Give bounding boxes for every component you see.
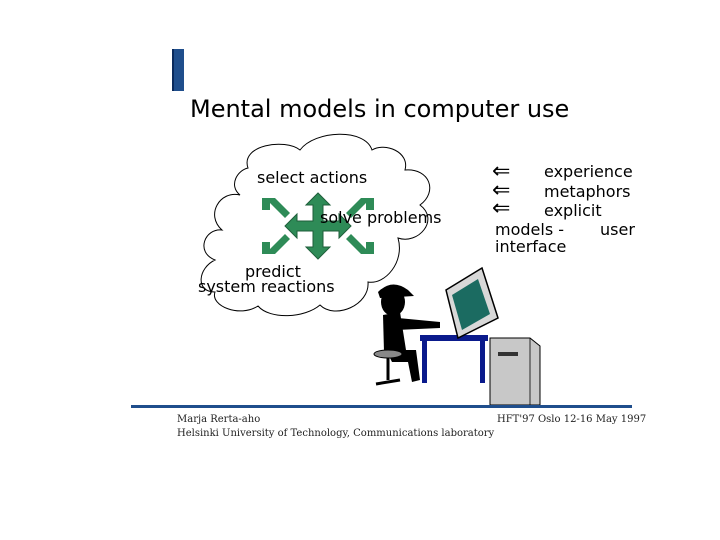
source-models-suffix: user <box>600 220 635 239</box>
person-arm <box>396 318 440 330</box>
chair-seat <box>374 350 402 358</box>
desk-leg <box>480 341 485 383</box>
disk-drive <box>498 352 518 356</box>
source-metaphors: metaphors <box>544 182 631 201</box>
cloud-label-solve-problems: solve problems <box>320 208 442 227</box>
footer-author: Marja Rerta-aho <box>177 414 260 425</box>
cap <box>378 284 414 298</box>
diagonal-arrow-icon <box>262 234 290 254</box>
computer-tower <box>490 338 540 405</box>
cloud-label-system-reactions: system reactions <box>198 277 335 296</box>
diagonal-arrow-icon <box>346 234 374 254</box>
source-explicit: explicit <box>544 201 602 220</box>
footer-organization: Helsinki University of Technology, Commu… <box>177 428 494 439</box>
desk-leg <box>422 341 427 383</box>
footer-rule <box>131 405 632 408</box>
footer-conference: HFT'97 Oslo 12-16 May 1997 <box>497 414 646 425</box>
left-double-arrow-icon: ⇐ <box>492 198 510 220</box>
desk-top <box>420 335 488 341</box>
cloud-label-select-actions: select actions <box>257 168 367 187</box>
source-experience: experience <box>544 162 633 181</box>
diagonal-arrow-icon <box>262 198 290 218</box>
person-body <box>383 312 406 352</box>
source-interface: interface <box>495 237 566 256</box>
